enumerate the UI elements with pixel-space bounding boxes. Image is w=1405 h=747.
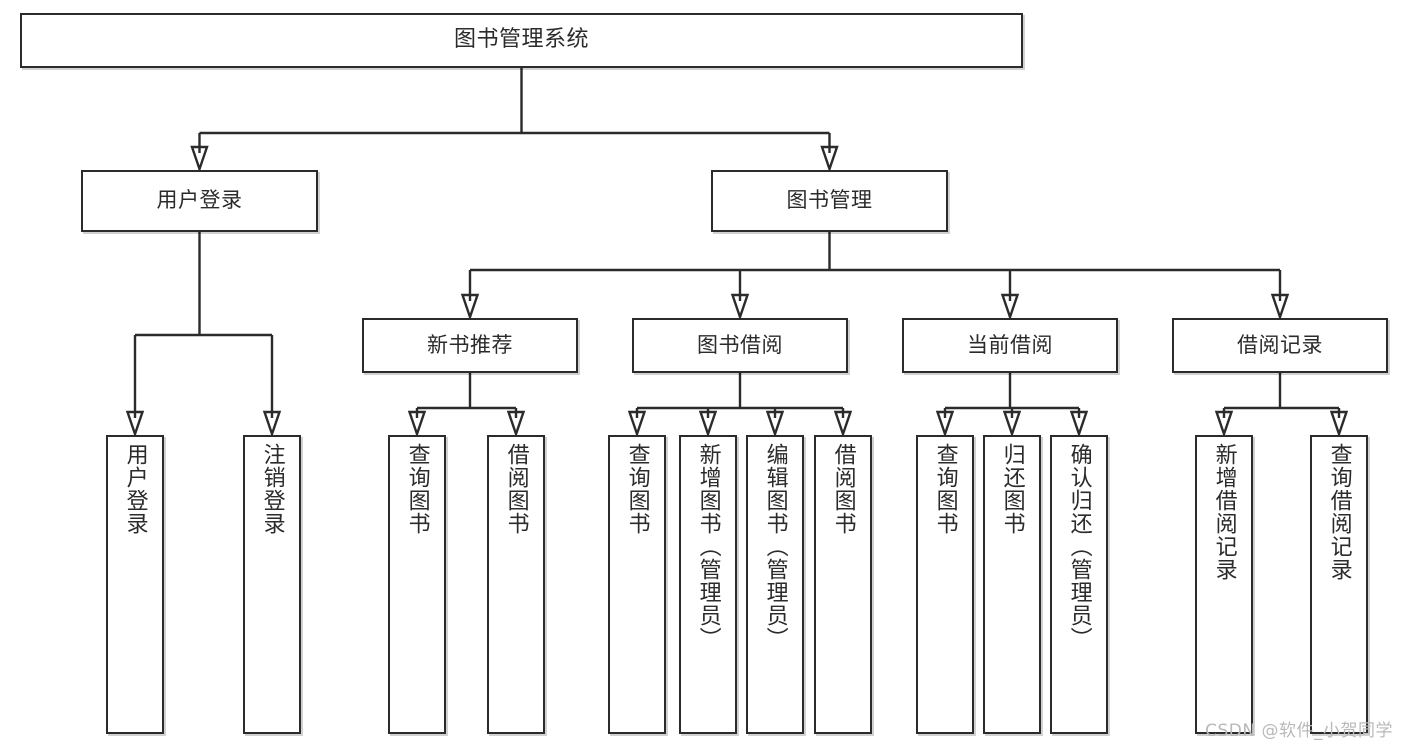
arrow-head-icon: [190, 145, 209, 173]
node-leaf-7[interactable]: 编辑图书（管理员）: [746, 435, 804, 734]
node-leaf-12[interactable]: 新增借阅记录: [1195, 435, 1253, 734]
arrow-head-icon: [262, 410, 282, 438]
node-label: 借阅记录: [1237, 332, 1323, 357]
arrow-head-icon: [460, 293, 480, 321]
node-leaf-10[interactable]: 归还图书: [983, 435, 1041, 734]
node-label: 归还图书: [999, 443, 1025, 535]
node-label: 新书推荐: [427, 332, 513, 357]
node-records[interactable]: 借阅记录: [1172, 318, 1388, 373]
node-label: 查询图书: [404, 443, 430, 535]
node-label: 新增图书（管理员）: [695, 443, 721, 650]
node-leaf-11[interactable]: 确认归还（管理员）: [1050, 435, 1108, 734]
node-label: 借阅图书: [830, 443, 856, 535]
node-label: 查询借阅记录: [1326, 443, 1352, 581]
node-label: 查询图书: [932, 443, 958, 535]
node-label: 借阅图书: [503, 443, 529, 535]
node-borrow[interactable]: 图书借阅: [632, 318, 848, 373]
node-leaf-8[interactable]: 借阅图书: [814, 435, 872, 734]
node-leaf-6[interactable]: 新增图书（管理员）: [679, 435, 737, 734]
arrow-head-icon: [1000, 293, 1020, 321]
arrow-head-icon: [1069, 410, 1089, 438]
arrow-head-icon: [1214, 410, 1234, 438]
arrow-head-icon: [125, 410, 145, 438]
arrow-head-icon: [935, 410, 955, 438]
node-root[interactable]: 图书管理系统: [20, 13, 1023, 68]
node-login[interactable]: 用户登录: [81, 170, 318, 232]
node-label: 图书管理: [786, 188, 873, 213]
node-leaf-5[interactable]: 查询图书: [608, 435, 666, 734]
arrow-head-icon: [765, 410, 785, 438]
node-leaf-13[interactable]: 查询借阅记录: [1310, 435, 1368, 734]
node-leaf-2[interactable]: 注销登录: [243, 435, 301, 734]
node-label: 用户登录: [156, 188, 243, 213]
node-leaf-4[interactable]: 借阅图书: [487, 435, 545, 734]
node-label: 新增借阅记录: [1211, 443, 1237, 581]
node-label: 图书借阅: [697, 332, 783, 357]
node-label: 当前借阅: [967, 332, 1053, 357]
arrow-head-icon: [407, 410, 427, 438]
arrow-head-icon: [730, 293, 750, 321]
node-bookmgmt[interactable]: 图书管理: [711, 170, 948, 232]
node-label: 编辑图书（管理员）: [762, 443, 788, 650]
node-label: 图书管理系统: [453, 27, 589, 53]
node-label: 确认归还（管理员）: [1066, 443, 1092, 650]
node-label: 用户登录: [122, 443, 148, 535]
arrow-head-icon: [506, 410, 526, 438]
node-leaf-9[interactable]: 查询图书: [916, 435, 974, 734]
node-leaf-1[interactable]: 用户登录: [106, 435, 164, 734]
arrow-head-icon: [1002, 410, 1022, 438]
node-label: 注销登录: [259, 443, 285, 535]
node-newbook[interactable]: 新书推荐: [362, 318, 578, 373]
arrow-head-icon: [833, 410, 853, 438]
arrow-head-icon: [627, 410, 647, 438]
arrow-head-icon: [1329, 410, 1349, 438]
arrow-head-icon: [1270, 293, 1290, 321]
node-label: 查询图书: [624, 443, 650, 535]
arrow-head-icon: [698, 410, 718, 438]
watermark-text: CSDN @软件_小贺同学: [1205, 721, 1393, 741]
arrow-head-icon: [820, 145, 839, 173]
node-leaf-3[interactable]: 查询图书: [388, 435, 446, 734]
node-current[interactable]: 当前借阅: [902, 318, 1118, 373]
